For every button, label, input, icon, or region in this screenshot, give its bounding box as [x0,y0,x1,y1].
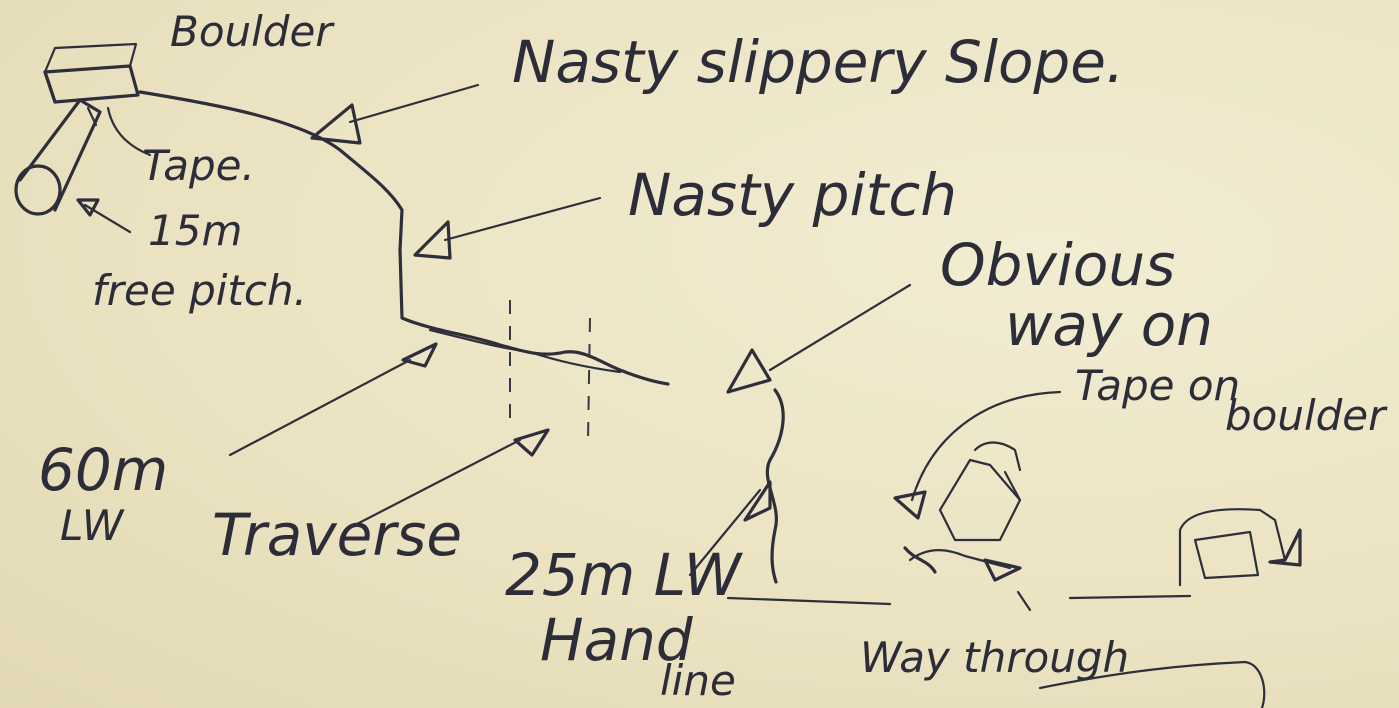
pitch-15m-label: 15m [148,206,242,255]
section-marker-2 [588,318,590,440]
arrow-obvious [728,285,910,392]
arrow-60m [230,344,436,455]
arrow-15m [78,200,130,232]
tape-label: Tape. [142,141,255,190]
boulder-drawing [45,44,138,102]
obvious-label: Obvious [940,231,1175,299]
inner-box [1195,532,1258,578]
line-label: line [660,656,736,705]
arrow-tape-on-boulder [895,392,1060,518]
floor-line-right [1070,596,1190,598]
way-on-label: way on [1005,291,1213,359]
arrow-pitch [415,198,600,258]
lw-60m-b-label: LW [60,501,125,550]
lw-25m-label: 25m LW [505,541,744,609]
lw-60m-label: 60m [38,436,168,504]
nasty-pitch-label: Nasty pitch [628,161,957,229]
nasty-slope-label: Nasty slippery Slope. [512,28,1124,96]
arrow-corner-box [1270,530,1300,565]
way-through-label: Way through [860,633,1129,682]
boulder-label: Boulder [170,7,335,56]
upper-passage-line [430,330,620,372]
boulder-2-label: boulder [1225,391,1388,440]
tape-on-label: Tape on [1075,361,1240,410]
free-pitch-drawing [16,100,100,214]
traverse-label: Traverse [212,501,462,569]
free-pitch-label: free pitch. [92,266,307,315]
arrow-slope [312,85,478,143]
floor-line-left [728,598,890,604]
